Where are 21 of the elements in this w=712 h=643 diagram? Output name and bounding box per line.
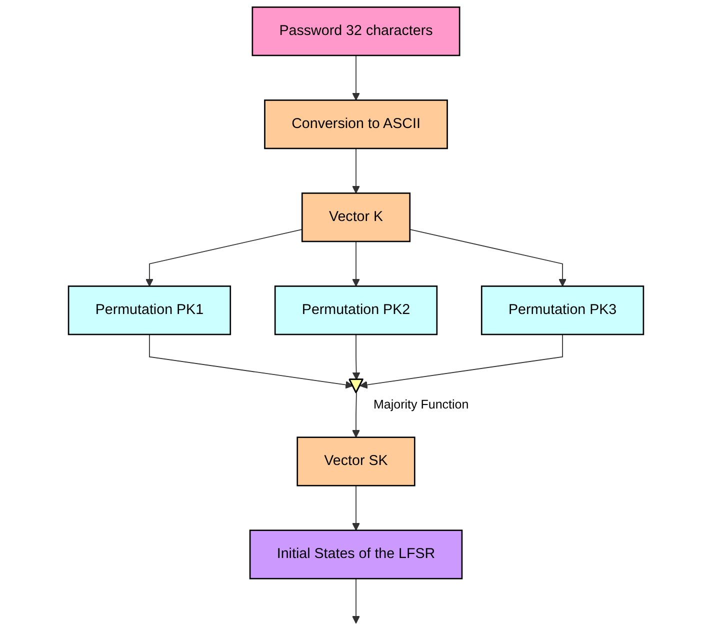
process-box: Vector SK <box>296 436 416 486</box>
arrow <box>352 578 360 624</box>
arrow <box>352 334 360 380</box>
process-box: Permutation PK3 <box>480 286 644 336</box>
process-box: Password 32 characters <box>252 6 460 56</box>
process-box: Permutation PK1 <box>68 286 232 336</box>
process-box: Vector K <box>301 192 411 242</box>
process-box: Initial States of the LFSR <box>249 530 463 580</box>
arrow <box>146 229 303 287</box>
arrow <box>409 229 566 287</box>
process-box: Conversion to ASCII <box>264 100 448 150</box>
arrow <box>352 148 360 194</box>
arrow <box>149 334 354 389</box>
arrow <box>360 334 563 389</box>
arrow <box>352 241 360 287</box>
arrow <box>352 485 360 531</box>
triangle-shape <box>348 378 364 394</box>
arrow <box>352 392 360 438</box>
node-caption: Majority Function <box>373 398 469 412</box>
process-box: Permutation PK2 <box>274 286 438 336</box>
arrow <box>352 55 360 101</box>
